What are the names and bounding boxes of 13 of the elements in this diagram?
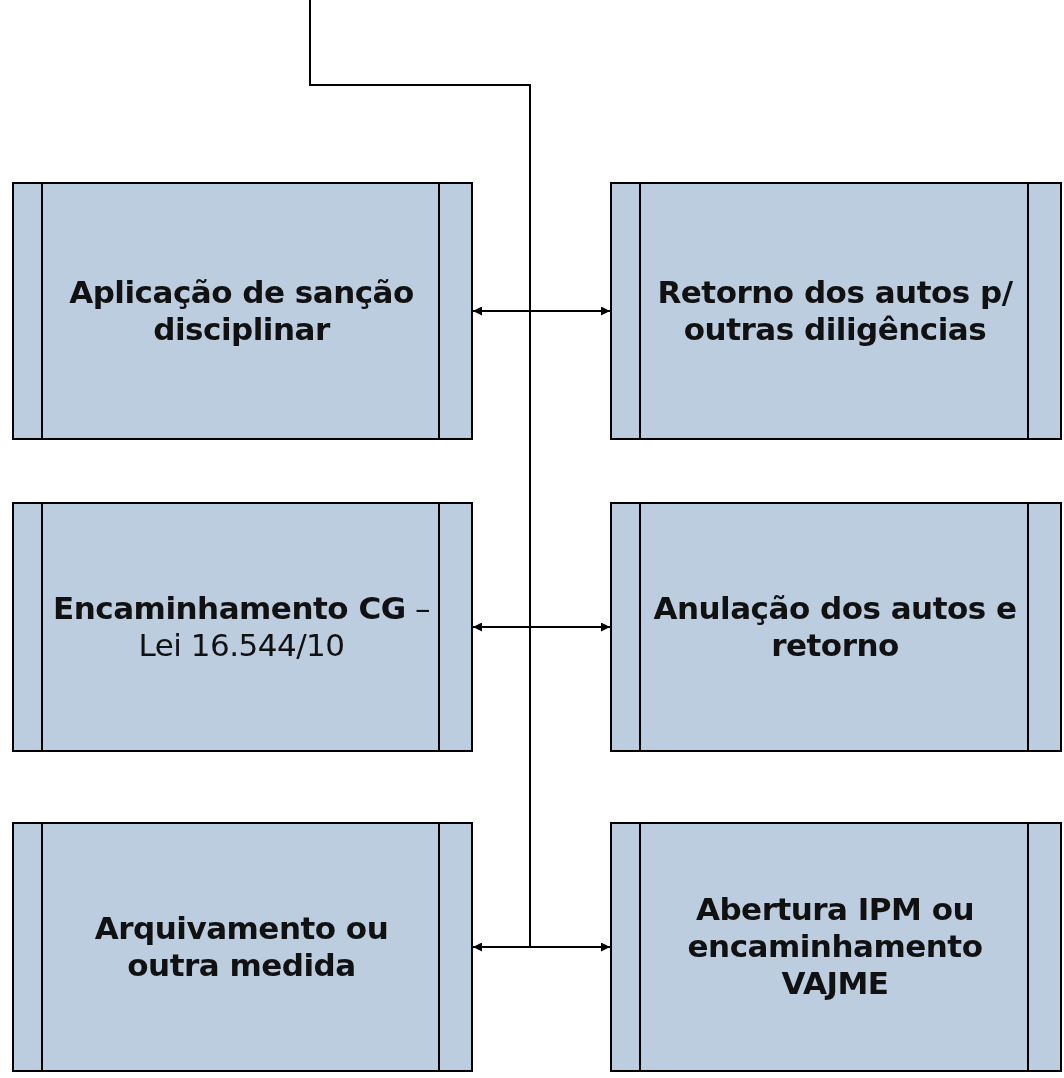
process-box: [610, 822, 1062, 1072]
box-text: Abertura IPM ou encaminhamento VAJME: [686, 891, 984, 1003]
box-text: Encaminhamento CG – Lei 16.544/10: [52, 589, 431, 665]
arrow: [309, 0, 611, 952]
box-text: Arquivamento ou outra medida: [93, 909, 390, 985]
process-box: [12, 822, 473, 1072]
process-box: [12, 502, 473, 752]
box-text: Aplicação de sanção disciplinar: [68, 273, 415, 349]
process-box: [12, 182, 473, 440]
box-text: Retorno dos autos p/ outras diligências: [656, 273, 1014, 349]
box-text: Anulação dos autos e retorno: [652, 589, 1018, 665]
process-box: [610, 182, 1062, 440]
process-box: [610, 502, 1062, 752]
